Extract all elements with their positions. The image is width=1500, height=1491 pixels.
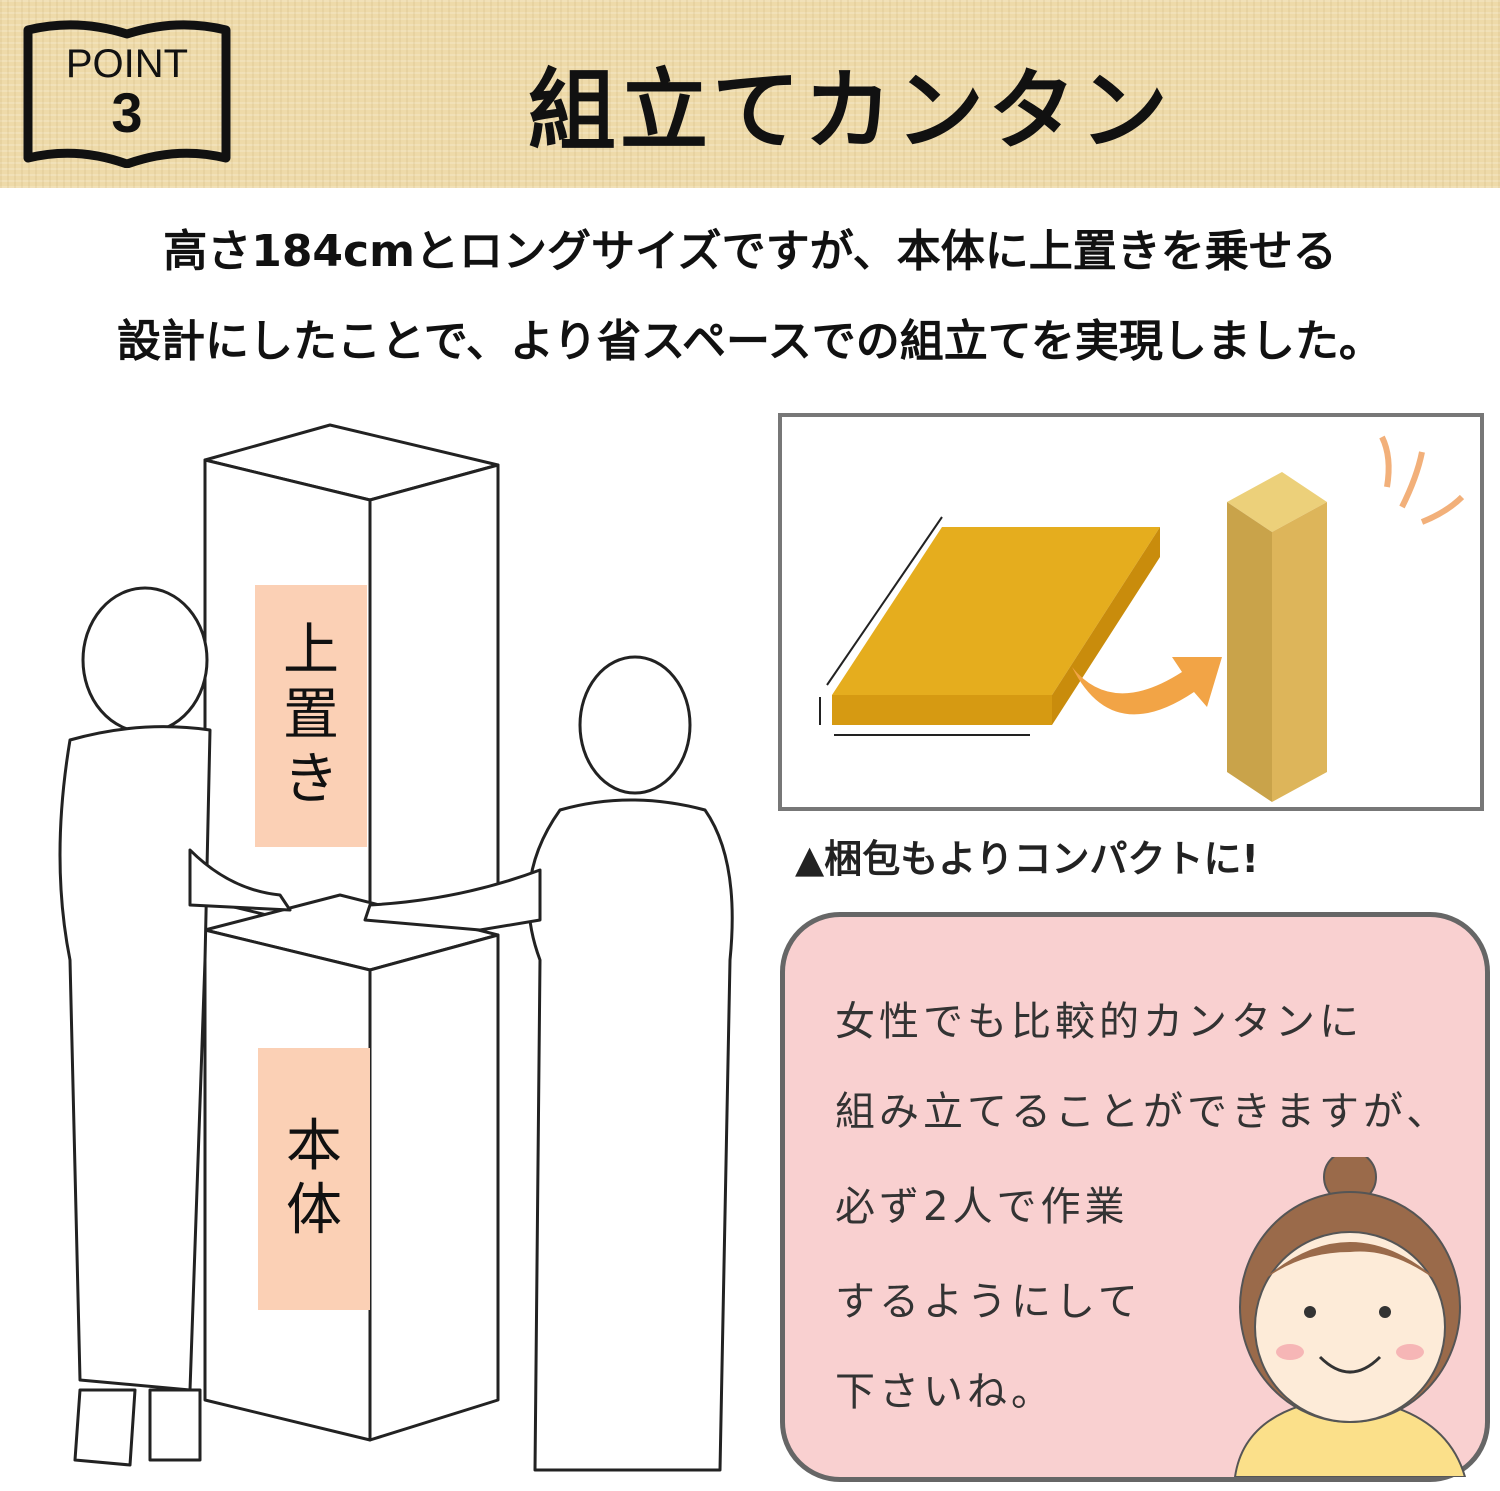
point-badge: POINT 3 bbox=[22, 18, 232, 169]
people-assembling-illustration bbox=[58, 423, 734, 1472]
packaging-comparison-panel bbox=[778, 413, 1484, 811]
packaging-caption: ▲梱包もよりコンパクトに! bbox=[795, 837, 1259, 881]
lead-line-2: 設計にしたことで、より省スペースでの組立てを実現しました。 bbox=[117, 316, 1383, 367]
lead-line-1: 高さ184cmとロングサイズですが、本体に上置きを乗せる bbox=[163, 226, 1337, 277]
upper-unit-label: 上 置 き bbox=[255, 585, 367, 847]
note-line: 必ず2人で作業 bbox=[835, 1184, 1129, 1230]
note-line: 下さいね。 bbox=[835, 1369, 1055, 1415]
header-banner: POINT 3 組立てカンタン bbox=[0, 0, 1500, 188]
page-title: 組立てカンタン bbox=[527, 59, 1172, 162]
main-unit-label: 本 体 bbox=[258, 1048, 370, 1310]
upper-label-char: き bbox=[283, 747, 339, 813]
assembly-illustration: 上 置 き 本 体 bbox=[40, 400, 760, 1485]
badge-number: 3 bbox=[111, 81, 143, 144]
packaging-illustration bbox=[819, 435, 1465, 802]
lower-label-char: 本 bbox=[286, 1113, 342, 1179]
upper-label-char: 置 bbox=[283, 682, 339, 748]
smiling-woman-avatar bbox=[1233, 1157, 1467, 1477]
note-line: するようにして bbox=[835, 1279, 1142, 1325]
open-book-icon bbox=[23, 20, 231, 169]
note-box: 女性でも比較的カンタンに 組み立てることができますが、 必ず2人で作業 するよう… bbox=[780, 912, 1490, 1482]
badge-point-label: POINT bbox=[65, 42, 189, 86]
note-line: 組み立てることができますが、 bbox=[835, 1089, 1451, 1135]
lower-label-char: 体 bbox=[286, 1178, 342, 1243]
upper-label-char: 上 bbox=[283, 618, 339, 684]
note-line: 女性でも比較的カンタンに bbox=[835, 999, 1363, 1045]
